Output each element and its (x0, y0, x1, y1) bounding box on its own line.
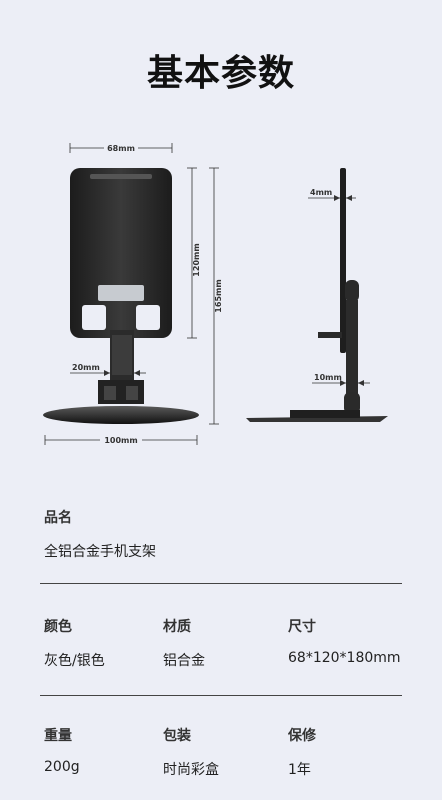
spec-color-label: 颜色 (44, 619, 72, 635)
base-width-label: 100mm (104, 436, 137, 445)
spec-size-label: 尺寸 (288, 619, 316, 635)
spec-color: 颜色 灰色/银色 (44, 616, 105, 670)
spec-weight-label: 重量 (44, 728, 72, 744)
front-view: 68mm 120mm 165mm 20mm (43, 142, 223, 445)
spec-material-label: 材质 (163, 619, 191, 635)
product-dimension-diagram: 68mm 120mm 165mm 20mm (43, 142, 388, 445)
stem-width-label: 20mm (72, 363, 100, 372)
side-stem-label: 10mm (314, 373, 342, 382)
spec-name: 品名 全铝合金手机支架 (44, 507, 156, 561)
spec-warranty-label: 保修 (288, 728, 316, 744)
page-title: 基本参数 (146, 53, 295, 94)
spec-size-value: 68*120*180mm (288, 650, 401, 666)
divider (40, 583, 402, 584)
panel-height-label: 120mm (192, 243, 201, 276)
side-thickness-label: 4mm (310, 188, 332, 197)
front-width-label: 68mm (107, 144, 135, 153)
spec-package: 包装 时尚彩盒 (163, 725, 219, 779)
total-height-label: 165mm (214, 279, 223, 312)
spec-color-value: 灰色/银色 (44, 653, 105, 669)
side-view: 4mm 10mm (246, 168, 388, 422)
spec-warranty: 保修 1年 (288, 725, 316, 779)
spec-material: 材质 铝合金 (163, 616, 205, 670)
divider (40, 695, 402, 696)
spec-name-value: 全铝合金手机支架 (44, 544, 156, 560)
spec-warranty-value: 1年 (288, 762, 311, 778)
spec-package-label: 包装 (163, 728, 191, 744)
spec-package-value: 时尚彩盒 (163, 762, 219, 778)
spec-name-label: 品名 (44, 510, 72, 526)
spec-weight: 重量 200g (44, 725, 80, 775)
spec-material-value: 铝合金 (163, 653, 205, 669)
spec-weight-value: 200g (44, 759, 80, 775)
spec-size: 尺寸 68*120*180mm (288, 616, 401, 666)
